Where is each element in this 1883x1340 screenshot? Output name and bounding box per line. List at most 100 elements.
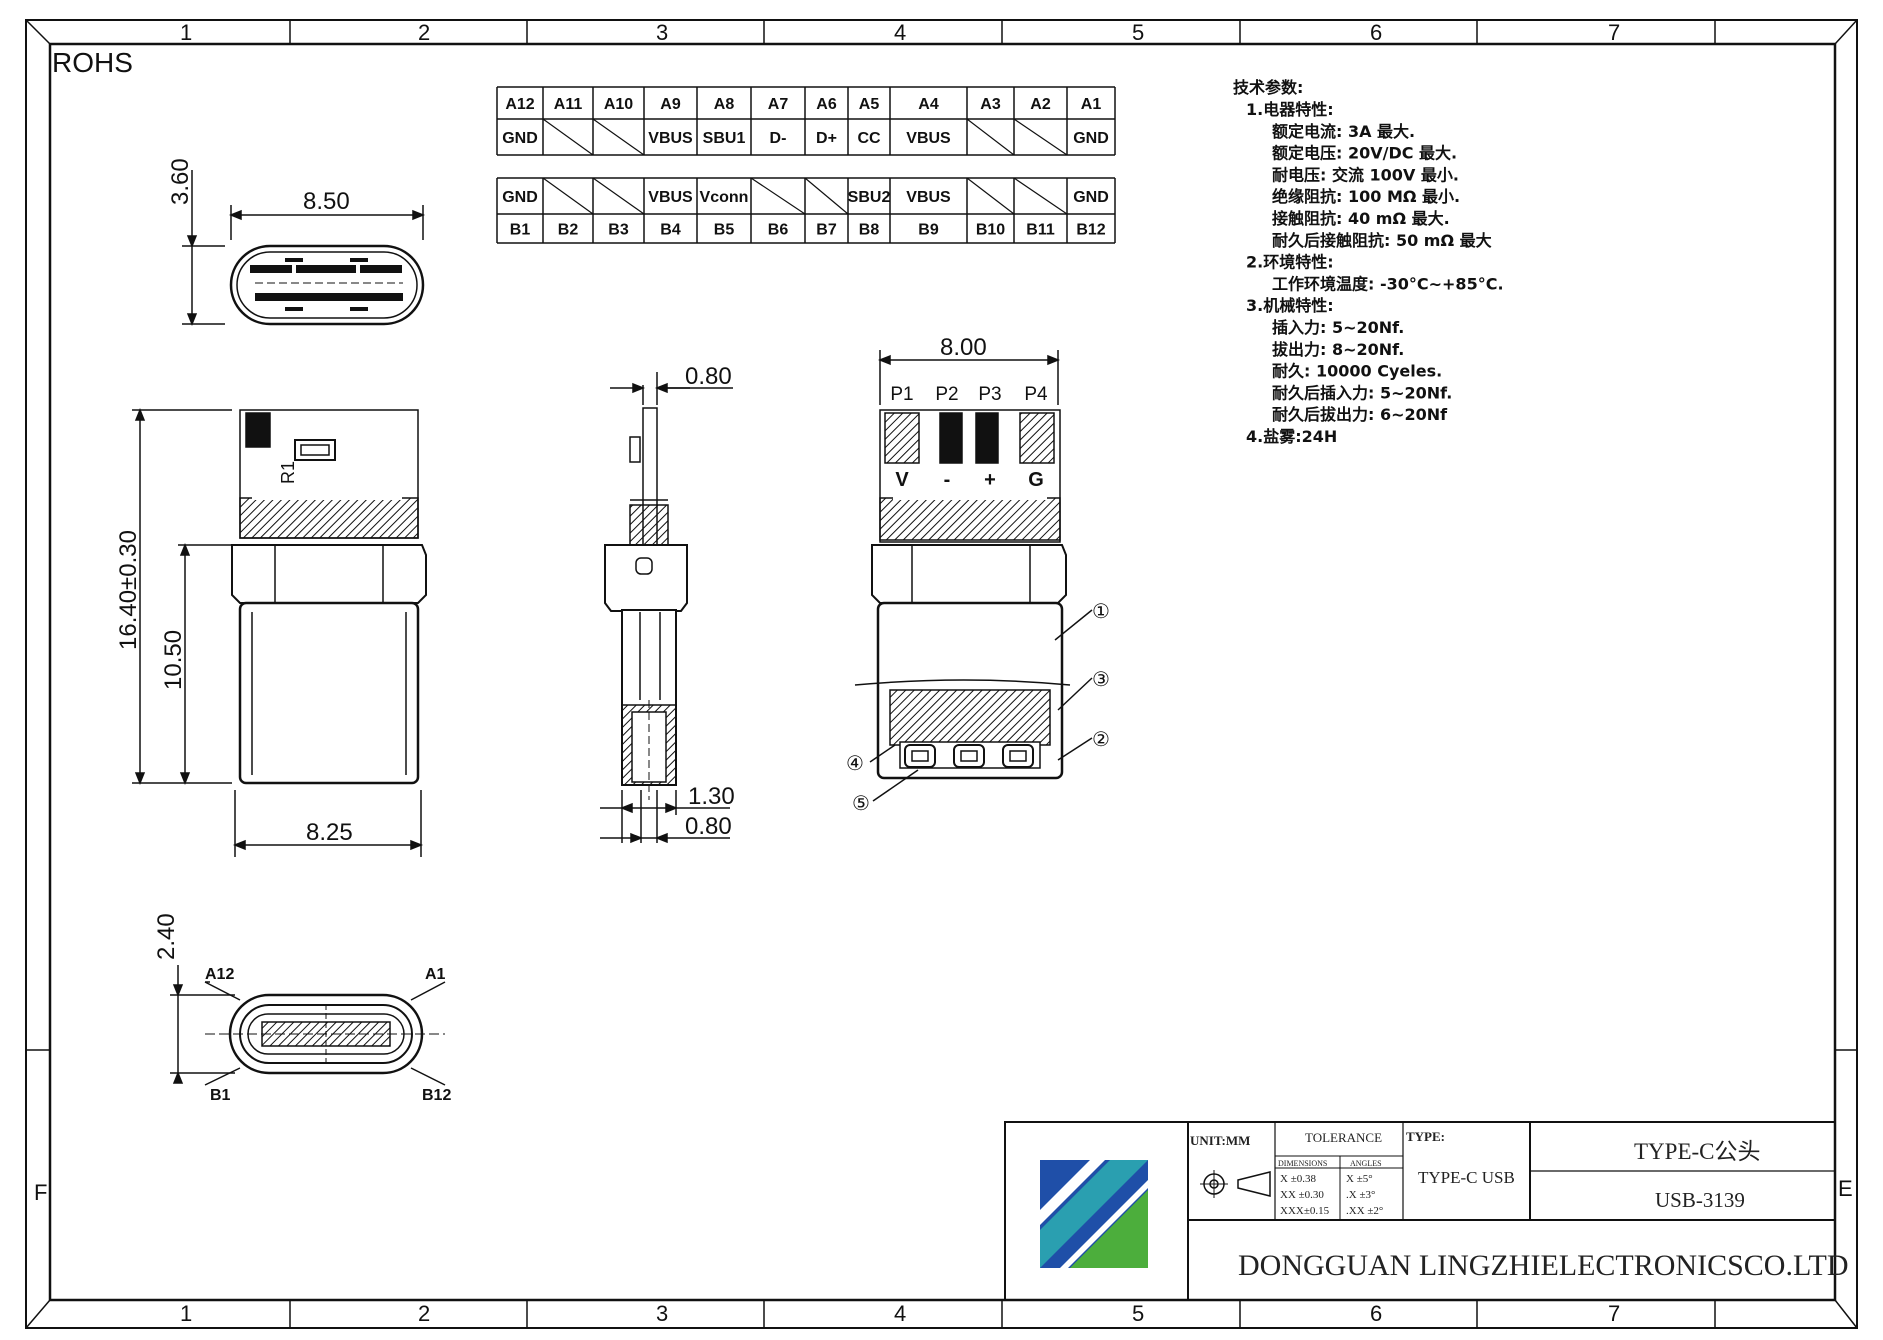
spec-lines: 1.电器特性:额定电流: 3A 最大.额定电压: 20V/DC 最大.耐电压: …	[1246, 100, 1504, 446]
dim-side-top: 0.80	[685, 363, 732, 390]
pin-bottom-label-8: B9	[918, 222, 939, 239]
spec-line-3: 耐电压: 交流 100V 最小.	[1272, 165, 1459, 184]
pin-bottom-label-3: B4	[660, 222, 681, 239]
dimensions-header: DIMENSIONS	[1278, 1159, 1327, 1168]
grid-col-7-top: 7	[1608, 20, 1620, 45]
unit-label: UNIT:MM	[1190, 1133, 1250, 1148]
dim-front-total-height: 16.40±0.30	[115, 530, 142, 650]
grid-col-3-top: 3	[656, 20, 668, 45]
pin-top-label-1: A11	[554, 96, 583, 113]
dim-tol-3: XXX±0.15	[1280, 1205, 1330, 1217]
company-logo	[1040, 1160, 1148, 1268]
pin-bottom-signal-7: SBU2	[848, 189, 891, 206]
grid-col-6-bottom: 6	[1370, 1301, 1382, 1326]
grid-col-5-bottom: 5	[1132, 1301, 1144, 1326]
front-view	[132, 407, 427, 857]
pin-bottom-signal-empty-2	[592, 177, 645, 215]
pin-top-label-2: A10	[604, 96, 633, 113]
end-label-b1: B1	[210, 1087, 231, 1104]
pin-top-signal-5: D-	[770, 130, 787, 147]
dim-end-height: 2.40	[153, 913, 180, 960]
pin-bottom-label-7: B8	[859, 222, 880, 239]
logo-stripe-2	[1070, 1190, 1148, 1268]
grid-col-2-top: 2	[418, 20, 430, 45]
grid-col-1-bottom: 1	[180, 1301, 192, 1326]
pin-top-signal-8: VBUS	[906, 130, 951, 147]
pin-bottom-label-2: B3	[608, 222, 629, 239]
end-label-a1: A1	[425, 966, 446, 983]
angle-tol-1: X ±5°	[1346, 1173, 1373, 1185]
pad-mark-0: V	[895, 469, 909, 491]
grid-col-1-top: 1	[180, 20, 192, 45]
pin-top-signal-11: GND	[1073, 130, 1109, 147]
pin-top-label-9: A3	[980, 96, 1001, 113]
grid-row-f: F	[34, 1180, 47, 1205]
pcb-pad-view	[854, 350, 1093, 802]
pin-bottom-signal-0: GND	[502, 189, 538, 206]
dim-tol-1: X ±0.38	[1280, 1173, 1316, 1185]
spec-line-15: 4.盐雾:24H	[1246, 427, 1337, 446]
pad-label-p3: P3	[978, 384, 1001, 405]
callout-4: ④	[846, 753, 864, 775]
pad-labels: P1 P2 P3 P4	[890, 384, 1048, 405]
pin-top-label-10: A2	[1030, 96, 1051, 113]
end-label-a12: A12	[205, 966, 234, 983]
pin-bottom-signal-8: VBUS	[906, 189, 951, 206]
pad-mark-2: +	[984, 469, 996, 491]
dim-side-bottom-2: 0.80	[685, 813, 732, 840]
pin-top-signal-7: CC	[857, 130, 881, 147]
spec-line-11: 拔出力: 8~20Nf.	[1272, 340, 1404, 359]
pin-bottom-signal-empty-5	[750, 177, 806, 215]
angle-tol-2: .X ±3°	[1346, 1189, 1375, 1201]
dim-front-width: 8.25	[306, 819, 353, 846]
spec-line-12: 耐久: 10000 Cyeles.	[1272, 362, 1442, 381]
spec-line-0: 1.电器特性:	[1246, 100, 1334, 119]
pin-bottom-label-6: B7	[816, 222, 837, 239]
title-block-text: UNIT:MM TOLERANCE DIMENSIONS ANGLES X ±0…	[1190, 1129, 1849, 1282]
type-label: TYPE:	[1406, 1129, 1445, 1144]
pin-top-signal-empty-2	[592, 118, 645, 156]
pin-bottom-signal-empty-10	[1013, 177, 1068, 215]
pad-marks: V-+G	[895, 469, 1043, 491]
resistor-label: R1	[278, 461, 298, 484]
pin-top-signal-3: VBUS	[648, 130, 693, 147]
spec-line-1: 额定电流: 3A 最大.	[1272, 122, 1415, 141]
pad-label-p4: P4	[1024, 384, 1048, 405]
pin-bottom-signal-11: GND	[1073, 189, 1109, 206]
pin-top-label-0: A12	[505, 96, 534, 113]
pad-mark-1: -	[944, 469, 951, 491]
grid-col-3-bottom: 3	[656, 1301, 668, 1326]
top-end-view	[182, 170, 426, 327]
spec-line-13: 耐久后插入力: 5~20Nf.	[1272, 383, 1452, 402]
pin-bottom-signal-empty-1	[542, 177, 594, 215]
technical-specs: 技术参数: 1.电器特性:额定电流: 3A 最大.额定电压: 20V/DC 最大…	[1233, 78, 1504, 446]
title-block	[1004, 1121, 1836, 1301]
pin-top-label-6: A6	[816, 96, 837, 113]
logo-stripe-3	[1040, 1160, 1105, 1225]
pin-top-label-5: A7	[768, 96, 789, 113]
spec-title: 技术参数:	[1233, 78, 1303, 97]
pin-top-label-11: A1	[1081, 96, 1102, 113]
end-view	[170, 965, 446, 1086]
pin-top-label-3: A9	[660, 96, 681, 113]
spec-line-9: 3.机械特性:	[1246, 296, 1334, 315]
pin-bottom-label-1: B2	[558, 222, 579, 239]
callout-3: ③	[1092, 669, 1110, 691]
grid-col-7-bottom: 7	[1608, 1301, 1620, 1326]
spec-line-8: 工作环境温度: -30°C~+85°C.	[1272, 274, 1504, 293]
side-view	[600, 372, 733, 844]
callout-1: ①	[1092, 601, 1110, 623]
pin-top-signal-6: D+	[816, 130, 837, 147]
pad-label-p2: P2	[935, 384, 958, 405]
pin-bottom-signal-3: VBUS	[648, 189, 693, 206]
part-number: USB-3139	[1655, 1188, 1745, 1212]
rohs-mark: ROHS	[52, 47, 133, 78]
type-value: TYPE-C USB	[1418, 1168, 1515, 1187]
pin-top-signal-0: GND	[502, 130, 538, 147]
grid-labels: 1 2 3 4 5 6 7 1 2 3 4 5 6 7 F E	[34, 20, 1853, 1326]
pad-label-p1: P1	[890, 384, 913, 405]
spec-line-4: 绝缘阻抗: 100 MΩ 最小.	[1272, 187, 1460, 206]
